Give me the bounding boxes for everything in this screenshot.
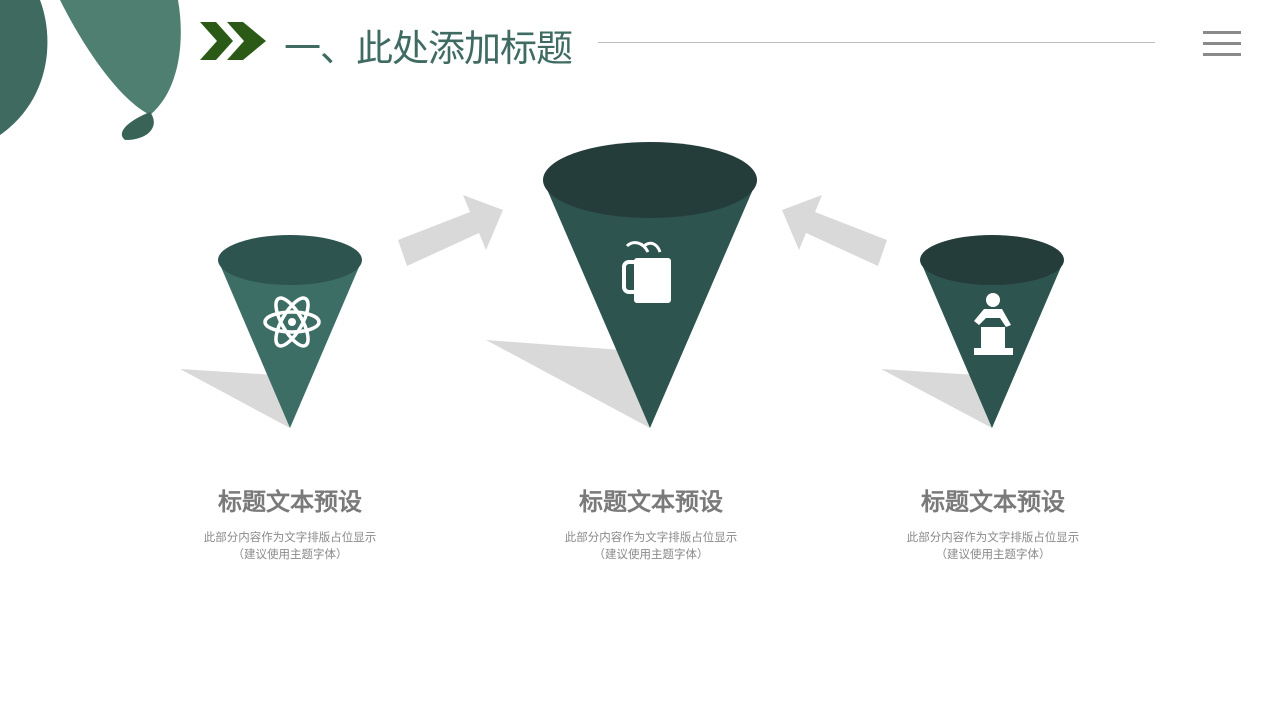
coffee-mug-icon [622, 241, 671, 303]
item-middle: 标题文本预设 此部分内容作为文字排版占位显示 （建议使用主题字体） [521, 482, 781, 563]
cone-left [218, 235, 362, 428]
cone-middle [543, 142, 757, 428]
arrow-right-up-icon [398, 195, 503, 266]
speaker-podium-icon [974, 293, 1013, 355]
item-right: 标题文本预设 此部分内容作为文字排版占位显示 （建议使用主题字体） [863, 482, 1123, 563]
item-left: 标题文本预设 此部分内容作为文字排版占位显示 （建议使用主题字体） [160, 482, 420, 563]
cone-shadow [486, 340, 650, 428]
cone-shadow [180, 369, 290, 428]
title-divider [598, 42, 1155, 43]
cone-shadow [881, 369, 992, 428]
page-title: 一、此处添加标题 [284, 27, 573, 70]
chevron-double-icon [200, 22, 266, 60]
item-title: 标题文本预设 [218, 488, 362, 516]
item-desc: 此部分内容作为文字排版占位显示 [906, 530, 1080, 544]
leaf-decoration [0, 0, 181, 140]
item-title: 标题文本预设 [579, 488, 723, 516]
hamburger-menu-icon[interactable] [1203, 31, 1241, 57]
item-title: 标题文本预设 [921, 488, 1065, 516]
item-desc: 此部分内容作为文字排版占位显示 [203, 530, 377, 544]
arrow-left-up-icon [782, 195, 887, 266]
item-desc-note: （建议使用主题字体） [593, 547, 709, 561]
item-desc-note: （建议使用主题字体） [232, 547, 348, 561]
item-desc-note: （建议使用主题字体） [935, 547, 1051, 561]
atom-icon [263, 296, 321, 348]
item-desc: 此部分内容作为文字排版占位显示 [564, 530, 738, 544]
